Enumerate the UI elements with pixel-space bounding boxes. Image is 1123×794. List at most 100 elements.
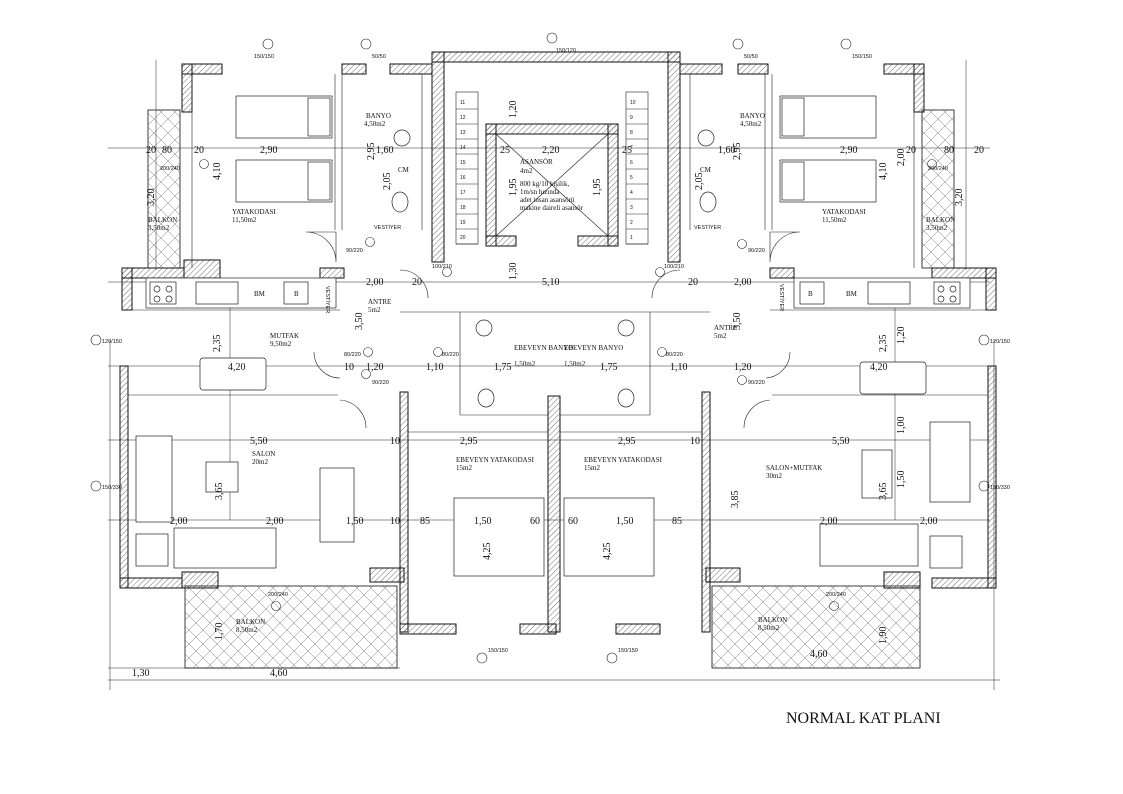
vdim-120-right-b: 1,20 (896, 327, 907, 345)
vdim-100-right: 1,00 (896, 417, 907, 435)
vdim-150-right: 1,50 (896, 471, 907, 489)
dim-10-a: 10 (344, 362, 354, 373)
stair-left-step-number: 19 (460, 220, 466, 226)
dim-150-a: 1,50 (346, 516, 364, 527)
vdim-350-right: 3,50 (732, 313, 743, 331)
vestiyer-top-right: VESTİYER (694, 224, 721, 231)
dim-200-d: 2,00 (920, 516, 938, 527)
room-balkon-bottom-right-name: BALKON (758, 616, 787, 624)
window-tag-1: 150/150 (254, 54, 274, 60)
dimension-labels-horizontal: 2,90 1,60 2,20 1,60 2,90 80 80 20 20 20 … (132, 145, 984, 679)
window-tag-13: 150/150 (618, 648, 638, 654)
stair-left-step-number: 15 (460, 160, 466, 166)
dim-420-left: 4,20 (228, 362, 246, 373)
room-balkon-left-area: 3,50m2 (148, 224, 170, 232)
vdim-365-left: 3,65 (214, 483, 225, 501)
dim-80-right: 80 (944, 145, 954, 156)
wc-fixtures (391, 129, 717, 408)
door-tag-8: 90/220 (372, 380, 389, 386)
window-tags: 150/150 50/50 150/120 50/50 150/150 120/… (90, 32, 1010, 664)
dim-550-left: 5,50 (250, 436, 268, 447)
elevator-desc-4: makine daireli asansör (520, 204, 584, 212)
vdim-350-left: 3,50 (354, 313, 365, 331)
dim-290-left: 2,90 (260, 145, 278, 156)
window-tag-11: 200/240 (928, 166, 948, 172)
bm-left: BM (254, 290, 266, 298)
vdim-295-right: 2,95 (732, 143, 743, 161)
fixture-labels: CM CM VESTİYER VESTİYER VESTİYER VESTİYE… (254, 166, 858, 313)
vdim-170: 1,70 (214, 623, 225, 641)
dim-220-center: 2,20 (542, 145, 560, 156)
stair-left-step-number: 12 (460, 115, 466, 121)
dim-25-left: 25 (500, 145, 510, 156)
b-left: B (294, 290, 299, 298)
dim-25-right: 25 (622, 145, 632, 156)
bed-top-right-1 (779, 95, 877, 139)
door-tag-2: 100/210 (432, 264, 452, 270)
door-tag-5: 80/220 (344, 352, 361, 358)
door-tag-4: 90/220 (748, 248, 765, 254)
room-antre-left-name: ANTRE (368, 298, 391, 306)
room-antre-right-name: ANTRE (714, 324, 737, 332)
dim-200-antre-right: 2,00 (734, 277, 752, 288)
room-ebeveyn-yatak-left-name: EBEVEYN YATAKODASI (456, 456, 535, 464)
bed-top-left-1 (235, 95, 333, 139)
window-tag-10: 200/240 (160, 166, 180, 172)
dim-10-b: 10 (390, 436, 400, 447)
vdim-235-left: 2,35 (212, 335, 223, 353)
room-balkon-left-name: BALKON (148, 216, 177, 224)
kitchen-counter-left (145, 277, 337, 309)
room-salon-name: SALON (252, 450, 275, 458)
vdim-295-left: 2,95 (366, 143, 377, 161)
room-mutfak-area: 9,50m2 (270, 340, 292, 348)
vdim-320-left: 3,20 (146, 189, 157, 207)
vdim-410-left: 4,10 (212, 163, 223, 181)
door-tag-9: 90/220 (748, 380, 765, 386)
dim-200-antre-left: 2,00 (366, 277, 384, 288)
door-tag-11: 200/240 (826, 592, 846, 598)
room-banyo-left-area: 4,50m2 (364, 120, 386, 128)
window-tag-9: 150/330 (990, 485, 1010, 491)
dim-20-c: 20 (906, 145, 916, 156)
dim-10-c: 10 (690, 436, 700, 447)
dim-295-left: 2,95 (460, 436, 478, 447)
room-banyo-left-name: BANYO (366, 112, 391, 120)
room-ebeveyn-yatak-right-area: 15m2 (584, 464, 600, 472)
vdim-195-right: 1,95 (592, 179, 603, 197)
room-ebeveyn-banyo-left-area: 1,50m2 (514, 360, 536, 368)
dim-120-right: 1,20 (734, 362, 752, 373)
plan-title: NORMAL KAT PLANI (786, 710, 941, 727)
vestiyer-mid-right: VESTİYER (778, 284, 785, 311)
dining-table-mutfak (199, 357, 267, 391)
dim-20-a: 20 (146, 145, 156, 156)
dimension-labels-vertical: 4,10 3,20 2,95 1,95 1,20 1,30 3,50 2,35 … (146, 101, 965, 645)
stair-right-step-number: 2 (630, 220, 633, 226)
dim-80-left: 80 (162, 145, 172, 156)
dim-175-left: 1,75 (494, 362, 512, 373)
stair-right-step-number: 5 (630, 175, 633, 181)
vdim-235-right: 2,35 (878, 335, 889, 353)
room-antre-left-area: 5m2 (368, 306, 381, 314)
dim-20-f: 20 (688, 277, 698, 288)
dim-550-right: 5,50 (832, 436, 850, 447)
room-ebeveyn-banyo-right-name: EBEVEYN BANYO (564, 344, 623, 352)
door-swings (305, 231, 801, 429)
sofa-salon-left (135, 435, 277, 569)
stair-left-step-number: 18 (460, 205, 466, 211)
stair-left-step-number: 17 (460, 190, 466, 196)
bed-ebeveyn-left (453, 497, 545, 577)
stair-right-step-number: 7 (630, 145, 633, 151)
room-banyo-right-area: 4,50m2 (740, 120, 762, 128)
dim-20-d: 20 (974, 145, 984, 156)
dim-200-c: 2,00 (820, 516, 838, 527)
dim-20-e: 20 (412, 277, 422, 288)
bed-ebeveyn-right (563, 497, 655, 577)
stair-right-step-number: 1 (630, 235, 633, 241)
balcony-bottom-left (184, 585, 398, 669)
room-balkon-bottom-left-name: BALKON (236, 618, 265, 626)
elevator-desc-2: 1m/sn hızında (520, 188, 560, 196)
table-salon-left (205, 461, 355, 543)
dim-175-right: 1,75 (600, 362, 618, 373)
bed-top-right-2 (779, 159, 877, 203)
stair-left-step-number: 11 (460, 100, 465, 106)
